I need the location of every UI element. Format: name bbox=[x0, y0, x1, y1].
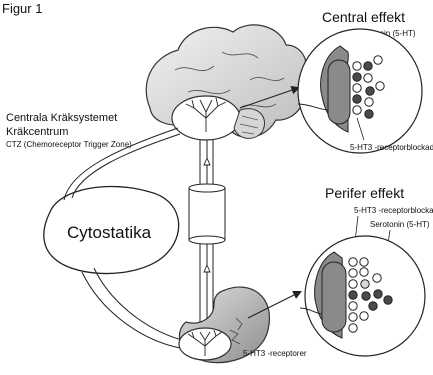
perifer-zoom-circle bbox=[300, 236, 425, 356]
brain-label-line3: CTZ (Chemoreceptor Trigger Zone) bbox=[6, 140, 132, 149]
figure-label: Figur 1 bbox=[2, 1, 42, 16]
brain-label-line1: Centrala Kräksystemet bbox=[6, 112, 117, 124]
nerve-cylinder bbox=[189, 184, 225, 244]
stomach-receptor-label: 5-HT3 -receptorer bbox=[243, 349, 307, 358]
brain-label-line2: Kräkcentrum bbox=[6, 126, 68, 138]
central-title: Central effekt bbox=[322, 9, 405, 25]
brain-illustration bbox=[146, 25, 306, 140]
central-zoom-circle bbox=[298, 29, 422, 153]
perifer-blocker-label: 5-HT3 -receptorblockad bbox=[354, 206, 433, 215]
cytostatika-label: Cytostatika bbox=[67, 223, 152, 242]
perifer-title: Perifer effekt bbox=[325, 185, 404, 201]
perifer-serotonin-label: Serotonin (5-HT) bbox=[370, 220, 430, 229]
central-blocker-label: 5-HT3 -receptorblockad bbox=[350, 143, 433, 152]
